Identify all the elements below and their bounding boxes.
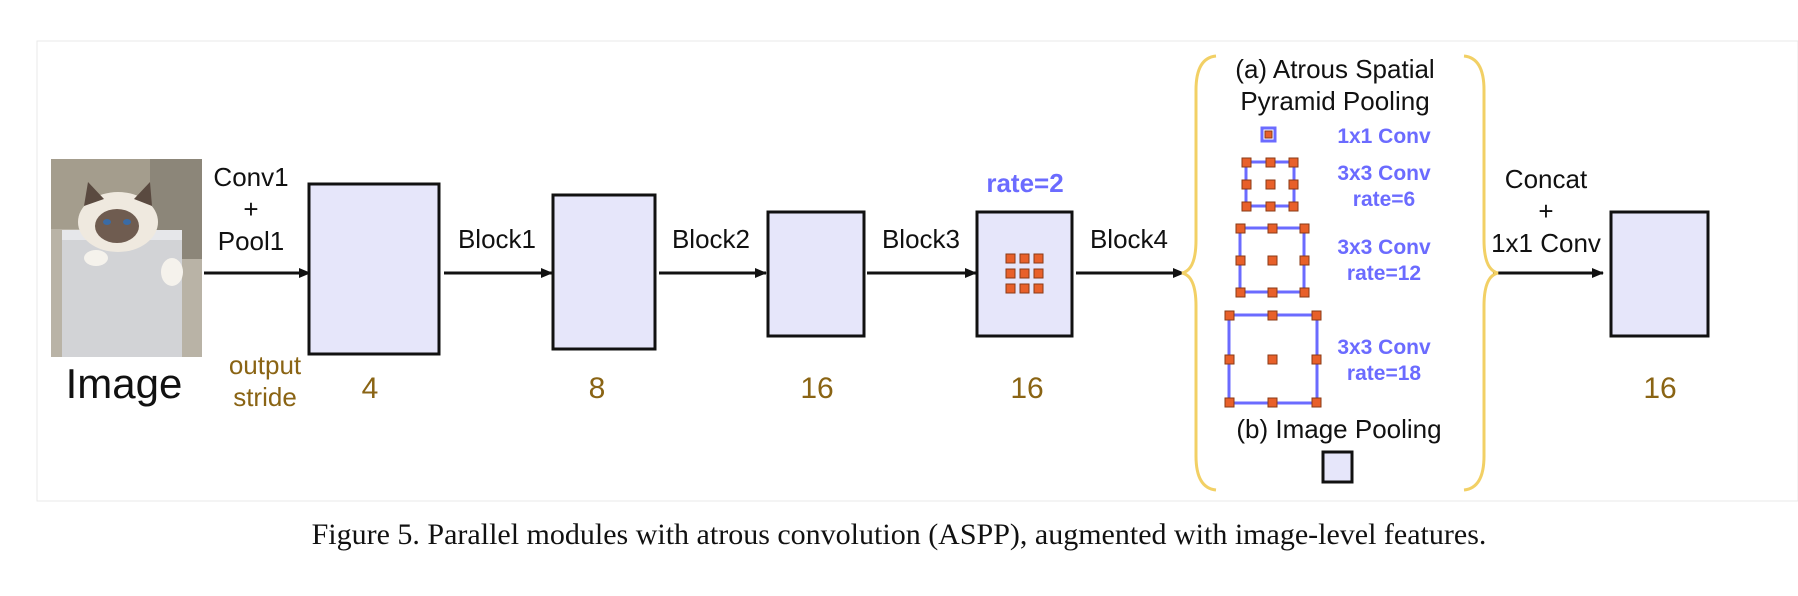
- branch-rate12-label-line2: rate=12: [1347, 262, 1421, 285]
- feature-map-output: [1609, 210, 1710, 338]
- stem-label-line1: Conv1: [213, 162, 288, 192]
- block4-label: Block4: [1090, 224, 1168, 254]
- aspp-title-line2: Pyramid Pooling: [1240, 86, 1429, 116]
- input-cat-image: [51, 159, 202, 357]
- block2-label: Block2: [672, 224, 750, 254]
- atrous-kernel-rate-2: [1005, 253, 1044, 294]
- kernel-3x3-rate-12: [1235, 223, 1310, 298]
- concat-label-line3: 1x1 Conv: [1491, 228, 1601, 258]
- output-stride-label-line1: output: [229, 350, 302, 380]
- branch-rate12-label-line1: 3x3 Conv: [1337, 236, 1431, 259]
- aspp-title-line1: (a) Atrous Spatial: [1235, 54, 1434, 84]
- block1-label: Block1: [458, 224, 536, 254]
- branch-1x1-label: 1x1 Conv: [1337, 125, 1431, 148]
- branch-rate18-label-line1: 3x3 Conv: [1337, 336, 1431, 359]
- stem-label-line3: Pool1: [218, 226, 285, 256]
- rate-2-label: rate=2: [986, 168, 1063, 198]
- image-pooling-label: (b) Image Pooling: [1236, 414, 1441, 444]
- concat-label-line1: Concat: [1505, 164, 1588, 194]
- feature-map-stride-8: [551, 193, 657, 351]
- stride-16-output: 16: [1643, 372, 1676, 405]
- feature-map-stride-4: [307, 182, 441, 356]
- right-brace: [1463, 54, 1499, 492]
- branch-rate6-label-line1: 3x3 Conv: [1337, 162, 1431, 185]
- output-stride-label-line2: stride: [233, 382, 297, 412]
- branch-rate6-label-line2: rate=6: [1353, 188, 1415, 211]
- figure-caption: Figure 5. Parallel modules with atrous c…: [311, 518, 1487, 551]
- figure-frame: [36, 40, 1798, 502]
- stem-label-line2: +: [243, 194, 258, 224]
- block3-label: Block3: [882, 224, 960, 254]
- stride-4: 4: [362, 372, 379, 405]
- stride-8: 8: [589, 372, 606, 405]
- stride-16-a: 16: [800, 372, 833, 405]
- kernel-1x1: [1260, 126, 1277, 143]
- stride-16-b: 16: [1010, 372, 1043, 405]
- image-label: Image: [66, 360, 183, 407]
- feature-map-stride-16-a: [766, 210, 866, 338]
- left-brace: [1181, 54, 1217, 492]
- concat-label-line2: +: [1538, 196, 1553, 226]
- branch-rate18-label-line2: rate=18: [1347, 362, 1421, 385]
- image-pooling-box: [1321, 450, 1354, 484]
- kernel-3x3-rate-18: [1224, 310, 1322, 408]
- kernel-3x3-rate-6: [1241, 157, 1299, 212]
